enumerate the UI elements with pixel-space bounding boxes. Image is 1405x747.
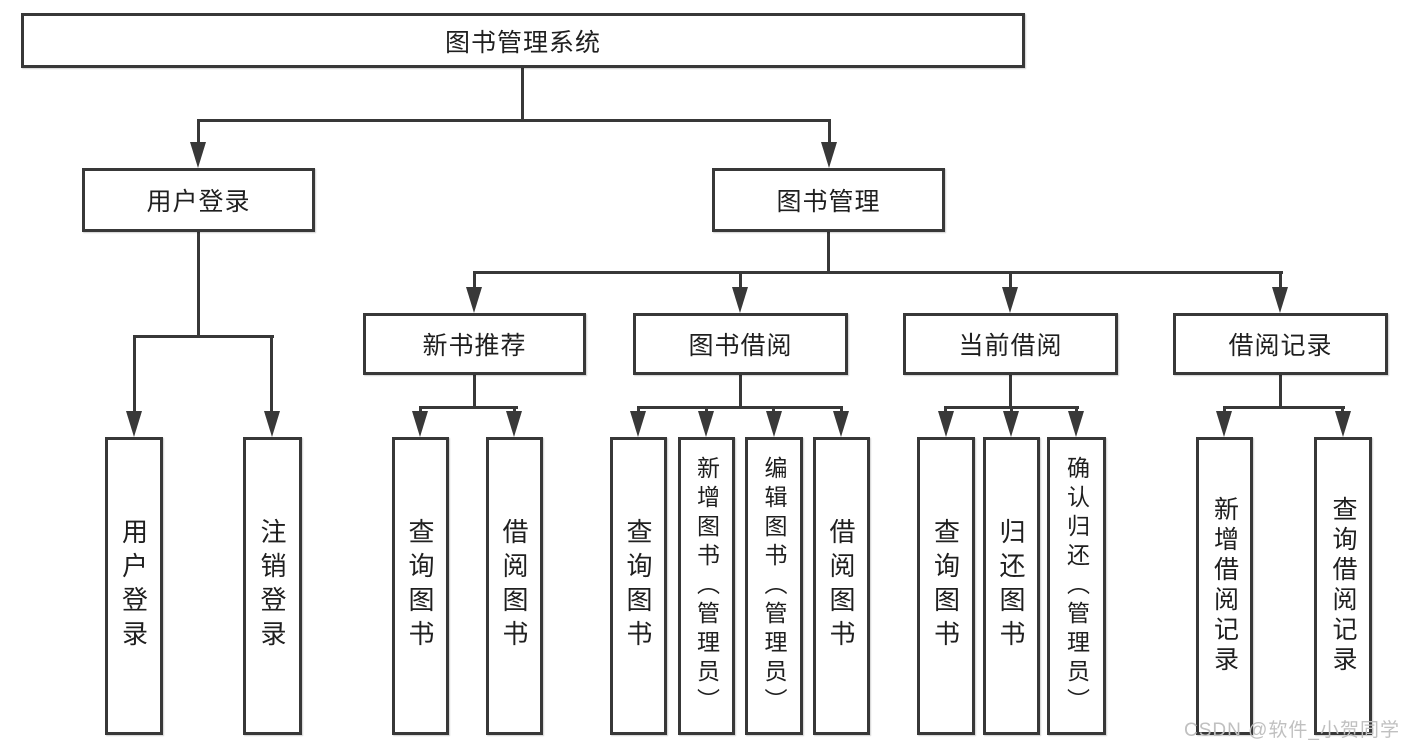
arrow-down-icon	[1068, 411, 1084, 437]
connector-line	[419, 406, 422, 414]
node-book-management: 图书管理	[712, 168, 945, 232]
node-query-borrow-record: 查询借阅记录	[1314, 437, 1372, 735]
connector-line	[419, 406, 518, 409]
connector-line	[828, 119, 831, 145]
arrow-down-icon	[412, 411, 428, 437]
node-edit-book-admin: 编辑图书（管理员）	[745, 437, 803, 735]
connector-line	[739, 375, 742, 408]
node-user-login: 用户登录	[82, 168, 315, 232]
node-borrowing-records: 借阅记录	[1173, 313, 1388, 375]
arrow-down-icon	[1002, 287, 1018, 313]
connector-line	[133, 335, 274, 338]
arrow-down-icon	[506, 411, 522, 437]
connector-line	[513, 406, 516, 414]
connector-line	[197, 119, 200, 145]
node-query-books-borrow: 查询图书	[610, 437, 667, 735]
arrow-down-icon	[630, 411, 646, 437]
node-query-books-current: 查询图书	[917, 437, 975, 735]
watermark: CSDN @软件_小贺同学	[1184, 720, 1400, 741]
connector-line	[944, 406, 947, 414]
connector-line	[1279, 271, 1282, 290]
connector-line	[1075, 406, 1078, 414]
arrow-down-icon	[833, 411, 849, 437]
arrow-down-icon	[1272, 287, 1288, 313]
connector-line	[473, 271, 476, 290]
connector-line	[521, 68, 524, 122]
connector-line	[1279, 375, 1282, 408]
connector-line	[637, 406, 843, 409]
node-new-book-recommendation: 新书推荐	[363, 313, 586, 375]
arrow-down-icon	[1216, 411, 1232, 437]
connector-line	[637, 406, 640, 414]
node-confirm-return-admin: 确认归还（管理员）	[1047, 437, 1106, 735]
connector-line	[1223, 406, 1345, 409]
node-user-login-leaf: 用户登录	[105, 437, 163, 735]
connector-line	[197, 119, 831, 122]
connector-line	[133, 335, 136, 414]
node-library-management-system: 图书管理系统	[21, 13, 1025, 68]
node-query-books-rec: 查询图书	[392, 437, 449, 735]
arrow-down-icon	[1003, 411, 1019, 437]
connector-line	[473, 375, 476, 408]
node-book-borrowing: 图书借阅	[633, 313, 848, 375]
connector-line	[473, 271, 1283, 274]
arrow-down-icon	[821, 142, 837, 168]
connector-line	[1009, 375, 1012, 408]
arrow-down-icon	[766, 411, 782, 437]
node-add-book-admin: 新增图书（管理员）	[678, 437, 735, 735]
connector-line	[772, 406, 775, 414]
connector-line	[1010, 406, 1013, 414]
connector-line	[1223, 406, 1226, 414]
arrow-down-icon	[126, 411, 142, 437]
connector-line	[739, 271, 742, 290]
arrow-down-icon	[1335, 411, 1351, 437]
node-return-book: 归还图书	[983, 437, 1040, 735]
connector-line	[197, 232, 200, 338]
connector-line	[827, 232, 830, 274]
arrow-down-icon	[732, 287, 748, 313]
node-borrow-books-rec: 借阅图书	[486, 437, 543, 735]
node-current-borrowing: 当前借阅	[903, 313, 1118, 375]
connector-line	[1009, 271, 1012, 290]
node-add-borrow-record: 新增借阅记录	[1196, 437, 1253, 735]
arrow-down-icon	[698, 411, 714, 437]
connector-line	[270, 335, 273, 414]
arrow-down-icon	[938, 411, 954, 437]
connector-line	[840, 406, 843, 414]
connector-line	[1341, 406, 1344, 414]
node-logout: 注销登录	[243, 437, 302, 735]
node-borrow-books-borrow: 借阅图书	[813, 437, 870, 735]
arrow-down-icon	[190, 142, 206, 168]
arrow-down-icon	[264, 411, 280, 437]
arrow-down-icon	[466, 287, 482, 313]
connector-line	[705, 406, 708, 414]
